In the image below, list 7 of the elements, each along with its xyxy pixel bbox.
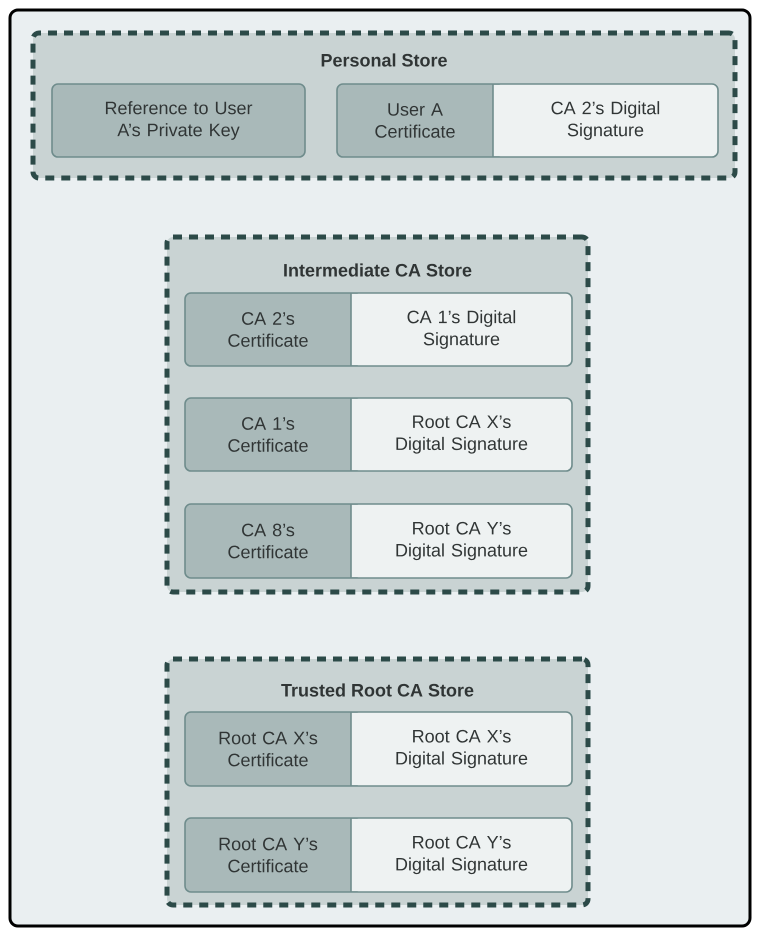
certificate-box: Root CA X’s Certificate Root CA X’s Digital Signature <box>184 711 573 787</box>
certificate-box: Root CA Y’s Certificate Root CA Y’s Digital Signature <box>184 817 573 893</box>
certificate-box: User A Certificate CA 2’s Digital Signature <box>336 83 719 158</box>
certificate-box: CA 8’s Certificate Root CA Y’s Digital Signature <box>184 503 573 579</box>
key-reference-box: Reference to User A’s Private Key <box>51 83 306 158</box>
certificate-box: CA 2’s Certificate CA 1’s Digital Signature <box>184 292 573 367</box>
certificate-box: CA 1’s Certificate Root CA X’s Digital Signature <box>184 397 573 472</box>
